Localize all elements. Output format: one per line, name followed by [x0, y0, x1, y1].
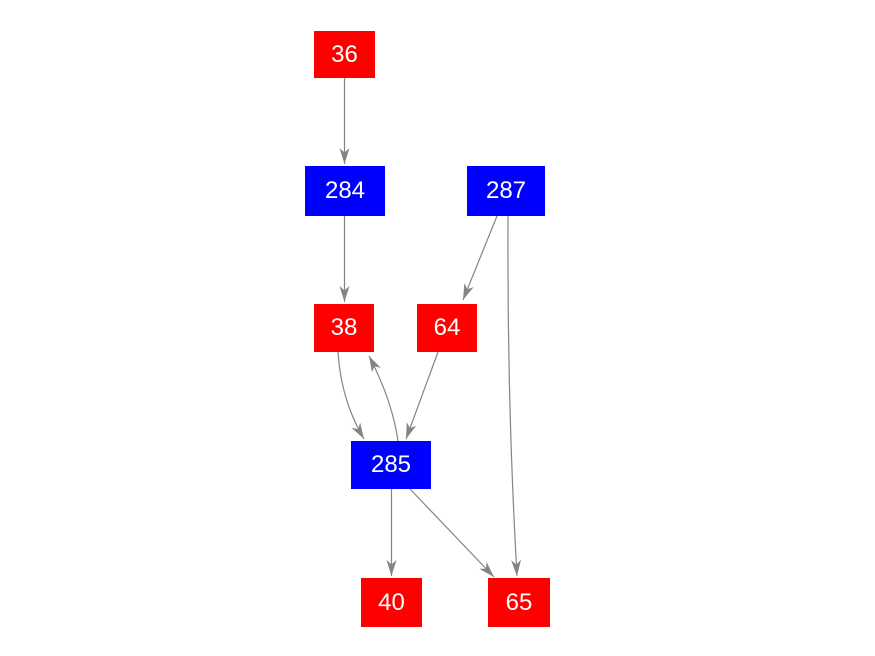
edge-287-65 [507, 215, 522, 577]
edges-group [337, 78, 522, 578]
edge-64-285 [405, 351, 439, 440]
edge-38-285 [337, 351, 365, 440]
graph-node-287[interactable]: 287 [467, 166, 545, 216]
graph-node-38[interactable]: 38 [314, 304, 374, 352]
graph-node-284[interactable]: 284 [305, 166, 385, 216]
graph-node-65[interactable]: 65 [488, 578, 550, 627]
graph-node-285[interactable]: 285 [351, 441, 431, 489]
edge-285-65 [409, 488, 495, 578]
edge-287-64 [462, 215, 498, 301]
graph-node-40[interactable]: 40 [361, 578, 422, 627]
edge-285-38 [368, 355, 399, 442]
graph-node-36[interactable]: 36 [314, 31, 375, 78]
graph-node-64[interactable]: 64 [417, 304, 477, 352]
